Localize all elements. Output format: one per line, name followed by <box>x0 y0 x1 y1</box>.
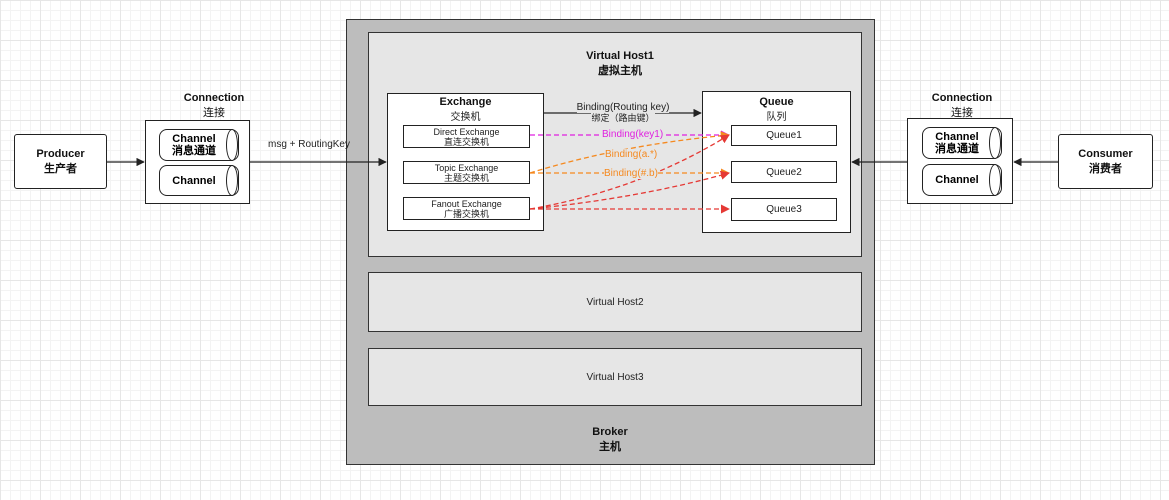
vhost1-subtitle: 虚拟主机 <box>598 65 642 77</box>
channel-sublabel: 消息通道 <box>172 145 216 157</box>
exchange-item-name: Direct Exchange <box>433 126 500 137</box>
exchange-fanout: Fanout Exchange 广播交换机 <box>403 197 530 220</box>
vhost3-box: Virtual Host3 <box>368 348 862 406</box>
vhost2-title: Virtual Host2 <box>586 296 644 308</box>
binding-a-star-label: Binding(a.*) <box>605 149 658 160</box>
channel-cap <box>226 165 238 196</box>
binding-hash-b-label: Binding(#.b) <box>604 168 658 179</box>
channel-label: Channel <box>172 174 216 187</box>
exchange-direct: Direct Exchange 直连交换机 <box>403 125 530 148</box>
connection-right-subtitle: 连接 <box>951 107 973 119</box>
channel-right-2: Channel <box>922 164 1002 196</box>
queue-item-label: Queue2 <box>766 166 802 178</box>
queue-2: Queue2 <box>731 161 837 183</box>
connection-left-title: Connection <box>183 92 245 104</box>
channel-cap <box>226 129 238 161</box>
broker-label: Broker 主机 <box>560 426 660 454</box>
queue-header: Queue 队列 <box>703 95 850 123</box>
queue-item-label: Queue1 <box>766 130 802 141</box>
queue-3: Queue3 <box>731 198 837 221</box>
channel-label: Channel <box>172 133 216 145</box>
vhost1-title: Virtual Host1 <box>586 50 654 62</box>
consumer-title: Consumer <box>1078 147 1133 160</box>
channel-left-1: Channel 消息通道 <box>159 129 239 161</box>
binding-key1-label: Binding(key1) <box>602 129 664 140</box>
queue-1: Queue1 <box>731 125 837 146</box>
producer-subtitle: 生产者 <box>44 162 77 175</box>
vhost1-label: Virtual Host1 虚拟主机 <box>565 50 675 78</box>
consumer-subtitle: 消费者 <box>1089 162 1122 175</box>
channel-cap <box>989 164 1001 196</box>
binding-title: Binding(Routing key) <box>576 102 670 113</box>
connection-right-label: Connection 连接 <box>922 92 1002 120</box>
exchange-item-cn: 直连交换机 <box>443 136 489 147</box>
exchange-box: Exchange 交换机 Direct Exchange 直连交换机 Topic… <box>387 93 544 231</box>
producer-box: Producer 生产者 <box>14 134 107 189</box>
channel-right-1: Channel 消息通道 <box>922 127 1002 159</box>
queue-item-label: Queue3 <box>766 204 802 215</box>
connection-left-box: Channel 消息通道 Channel <box>145 120 250 204</box>
queue-subtitle: 队列 <box>766 111 787 123</box>
connection-left-subtitle: 连接 <box>203 107 225 119</box>
exchange-item-cn: 主题交换机 <box>443 172 489 183</box>
queue-box: Queue 队列 Queue1 Queue2 Queue3 <box>702 91 851 233</box>
connection-right-box: Channel 消息通道 Channel <box>907 118 1013 204</box>
exchange-topic: Topic Exchange 主题交换机 <box>403 161 530 184</box>
binding-routing-label: Binding(Routing key) 绑定（路由键） <box>570 102 676 124</box>
binding-subtitle: 绑定（路由键） <box>591 113 655 123</box>
exchange-item-cn: 广播交换机 <box>443 208 489 219</box>
channel-cap <box>989 127 1001 159</box>
channel-label: Channel <box>935 131 979 143</box>
producer-title: Producer <box>36 147 85 160</box>
channel-label: Channel <box>935 174 979 186</box>
connection-left-label: Connection 连接 <box>174 92 254 120</box>
exchange-subtitle: 交换机 <box>450 111 481 123</box>
consumer-box: Consumer 消费者 <box>1058 134 1153 189</box>
vhost3-title: Virtual Host3 <box>586 371 644 383</box>
connection-right-title: Connection <box>931 92 993 104</box>
broker-subtitle: 主机 <box>599 441 621 453</box>
channel-left-2: Channel <box>159 165 239 196</box>
producer-arrow-label: msg + RoutingKey <box>268 139 350 150</box>
vhost2-box: Virtual Host2 <box>368 272 862 332</box>
channel-sublabel: 消息通道 <box>935 143 979 155</box>
queue-title: Queue <box>759 95 794 108</box>
broker-title: Broker <box>592 426 628 438</box>
exchange-item-name: Fanout Exchange <box>431 198 502 209</box>
exchange-item-name: Topic Exchange <box>434 162 499 173</box>
exchange-header: Exchange 交换机 <box>388 95 543 123</box>
exchange-title: Exchange <box>439 95 492 108</box>
